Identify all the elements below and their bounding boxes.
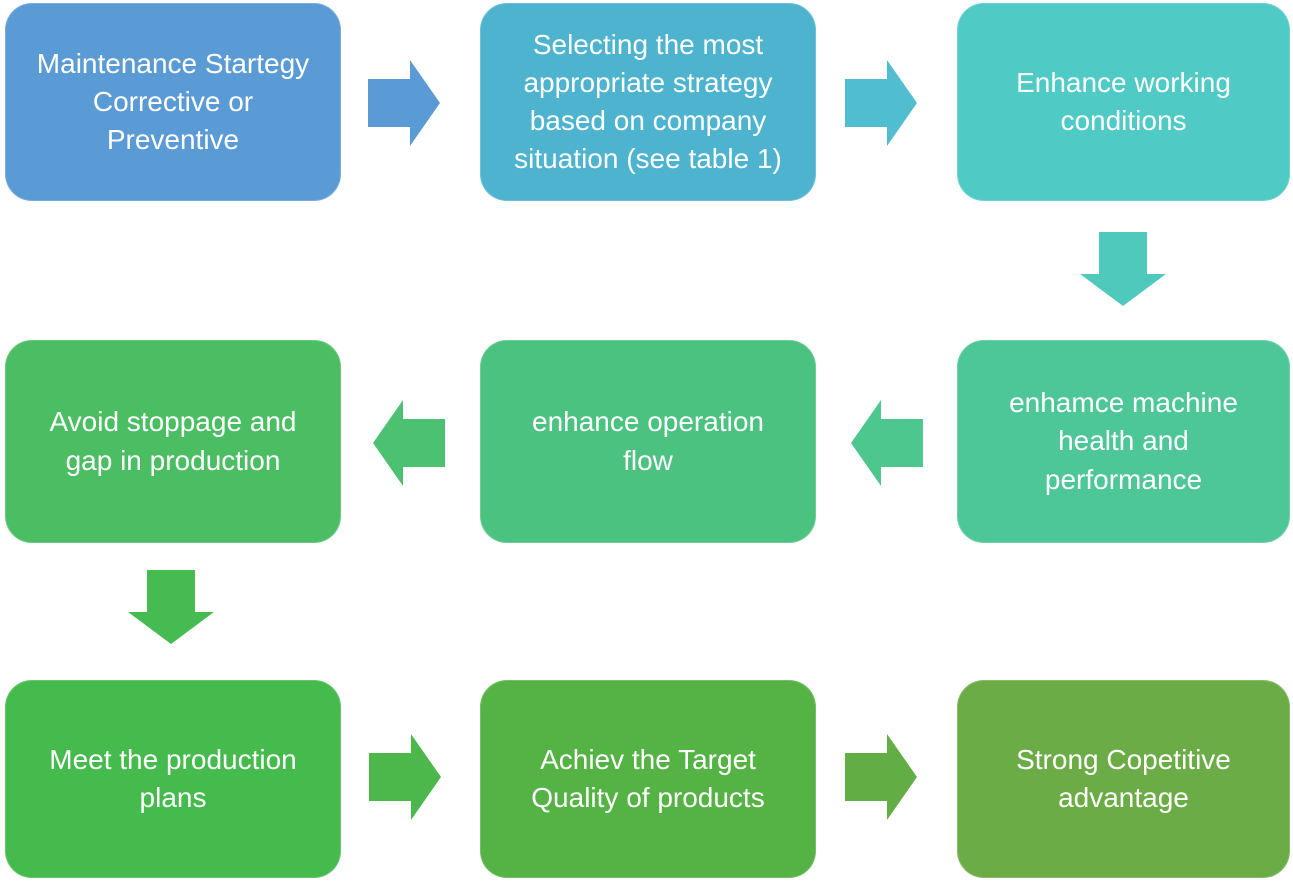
- flow-box-machine-health: enhamce machine health and performance: [957, 340, 1290, 543]
- arrow-down-icon: [128, 570, 214, 644]
- flow-box-label: Maintenance Startegy Corrective or Preve…: [36, 47, 310, 156]
- arrow-down-icon: [1080, 232, 1166, 306]
- arrow-right-shape: [368, 60, 440, 146]
- flow-box-label: Achiev the Target Quality of products: [531, 743, 765, 813]
- arrow-right-icon: [369, 734, 441, 820]
- flow-box-label: enhance operation flow: [532, 406, 764, 476]
- flow-box-maintenance-strategy: Maintenance Startegy Corrective or Preve…: [5, 3, 341, 201]
- flow-box-label: Selecting the most appropriate strategy …: [514, 28, 782, 175]
- flow-box-target-quality: Achiev the Target Quality of products: [480, 680, 816, 878]
- arrow-left-shape: [851, 400, 923, 486]
- arrow-left-shape: [373, 400, 445, 486]
- flow-box-meet-production-plans: Meet the production plans: [5, 680, 341, 878]
- arrow-right-icon: [845, 734, 917, 820]
- flow-box-label: Avoid stoppage and gap in production: [49, 406, 297, 476]
- arrow-down-shape: [128, 570, 214, 644]
- flow-box-enhance-working-conditions: Enhance working conditions: [957, 3, 1290, 201]
- flow-box-label: Enhance working conditions: [1016, 66, 1231, 136]
- flow-box-label: Strong Copetitive advantage: [1016, 743, 1231, 813]
- arrow-right-icon: [845, 60, 917, 146]
- arrow-right-shape: [369, 734, 441, 820]
- flow-box-competitive-advantage: Strong Copetitive advantage: [957, 680, 1290, 878]
- arrow-right-icon: [368, 60, 440, 146]
- arrow-left-icon: [373, 400, 445, 486]
- arrow-right-shape: [845, 60, 917, 146]
- flow-box-selecting-strategy: Selecting the most appropriate strategy …: [480, 3, 816, 201]
- flow-box-label: Meet the production plans: [49, 743, 297, 813]
- flow-box-avoid-stoppage: Avoid stoppage and gap in production: [5, 340, 341, 543]
- arrow-left-icon: [851, 400, 923, 486]
- flow-box-operation-flow: enhance operation flow: [480, 340, 816, 543]
- arrow-down-shape: [1080, 232, 1166, 306]
- arrow-right-shape: [845, 734, 917, 820]
- flow-box-label: enhamce machine health and performance: [1009, 387, 1238, 495]
